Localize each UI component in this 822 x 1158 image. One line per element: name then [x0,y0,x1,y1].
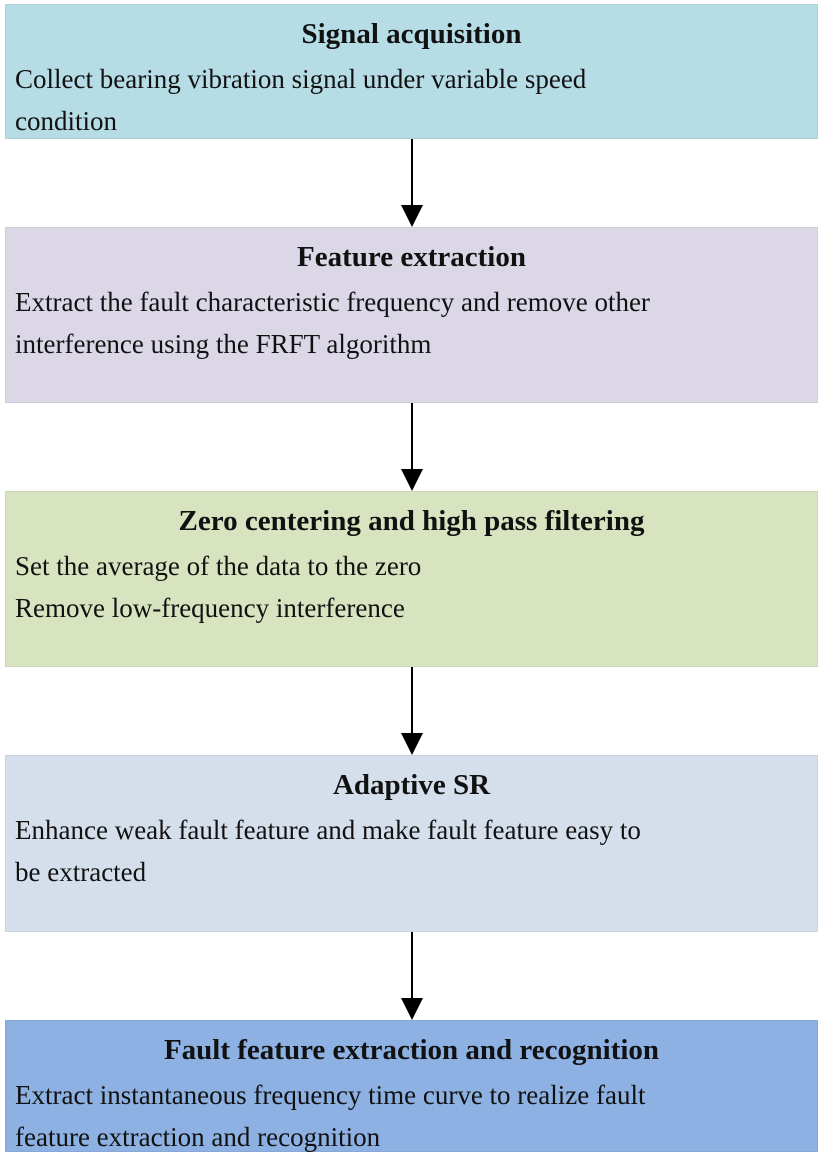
flow-arrow-4 [398,932,428,1020]
arrowhead-icon [401,733,423,755]
step-title: Fault feature extraction and recognition [163,1034,660,1066]
arrowhead-icon [401,205,423,227]
step-title: Signal acquisition [301,18,522,50]
arrow-shaft [411,667,413,735]
step-signal-acquisition: Signal acquisition Collect bearing vibra… [5,4,818,139]
step-description: Set the average of the data to the zero … [15,551,422,623]
step-title: Feature extraction [297,241,526,273]
step-title: Zero centering and high pass filtering [178,505,645,537]
step-description: Extract instantaneous frequency time cur… [15,1080,646,1152]
flow-arrow-1 [398,139,428,227]
step-zero-centering: Zero centering and high pass filtering S… [5,491,818,667]
step-adaptive-sr: Adaptive SR Enhance weak fault feature a… [5,755,818,932]
step-fault-recognition: Fault feature extraction and recognition… [5,1020,818,1152]
flow-arrow-2 [398,403,428,491]
step-feature-extraction: Feature extraction Extract the fault cha… [5,227,818,403]
step-title: Adaptive SR [332,769,491,801]
arrow-shaft [411,932,413,1000]
flow-arrow-3 [398,667,428,755]
arrow-shaft [411,403,413,471]
step-description: Collect bearing vibration signal under v… [15,64,587,136]
step-description: Enhance weak fault feature and make faul… [15,815,641,887]
arrowhead-icon [401,469,423,491]
arrowhead-icon [401,998,423,1020]
step-description: Extract the fault characteristic frequen… [15,287,650,359]
arrow-shaft [411,139,413,207]
